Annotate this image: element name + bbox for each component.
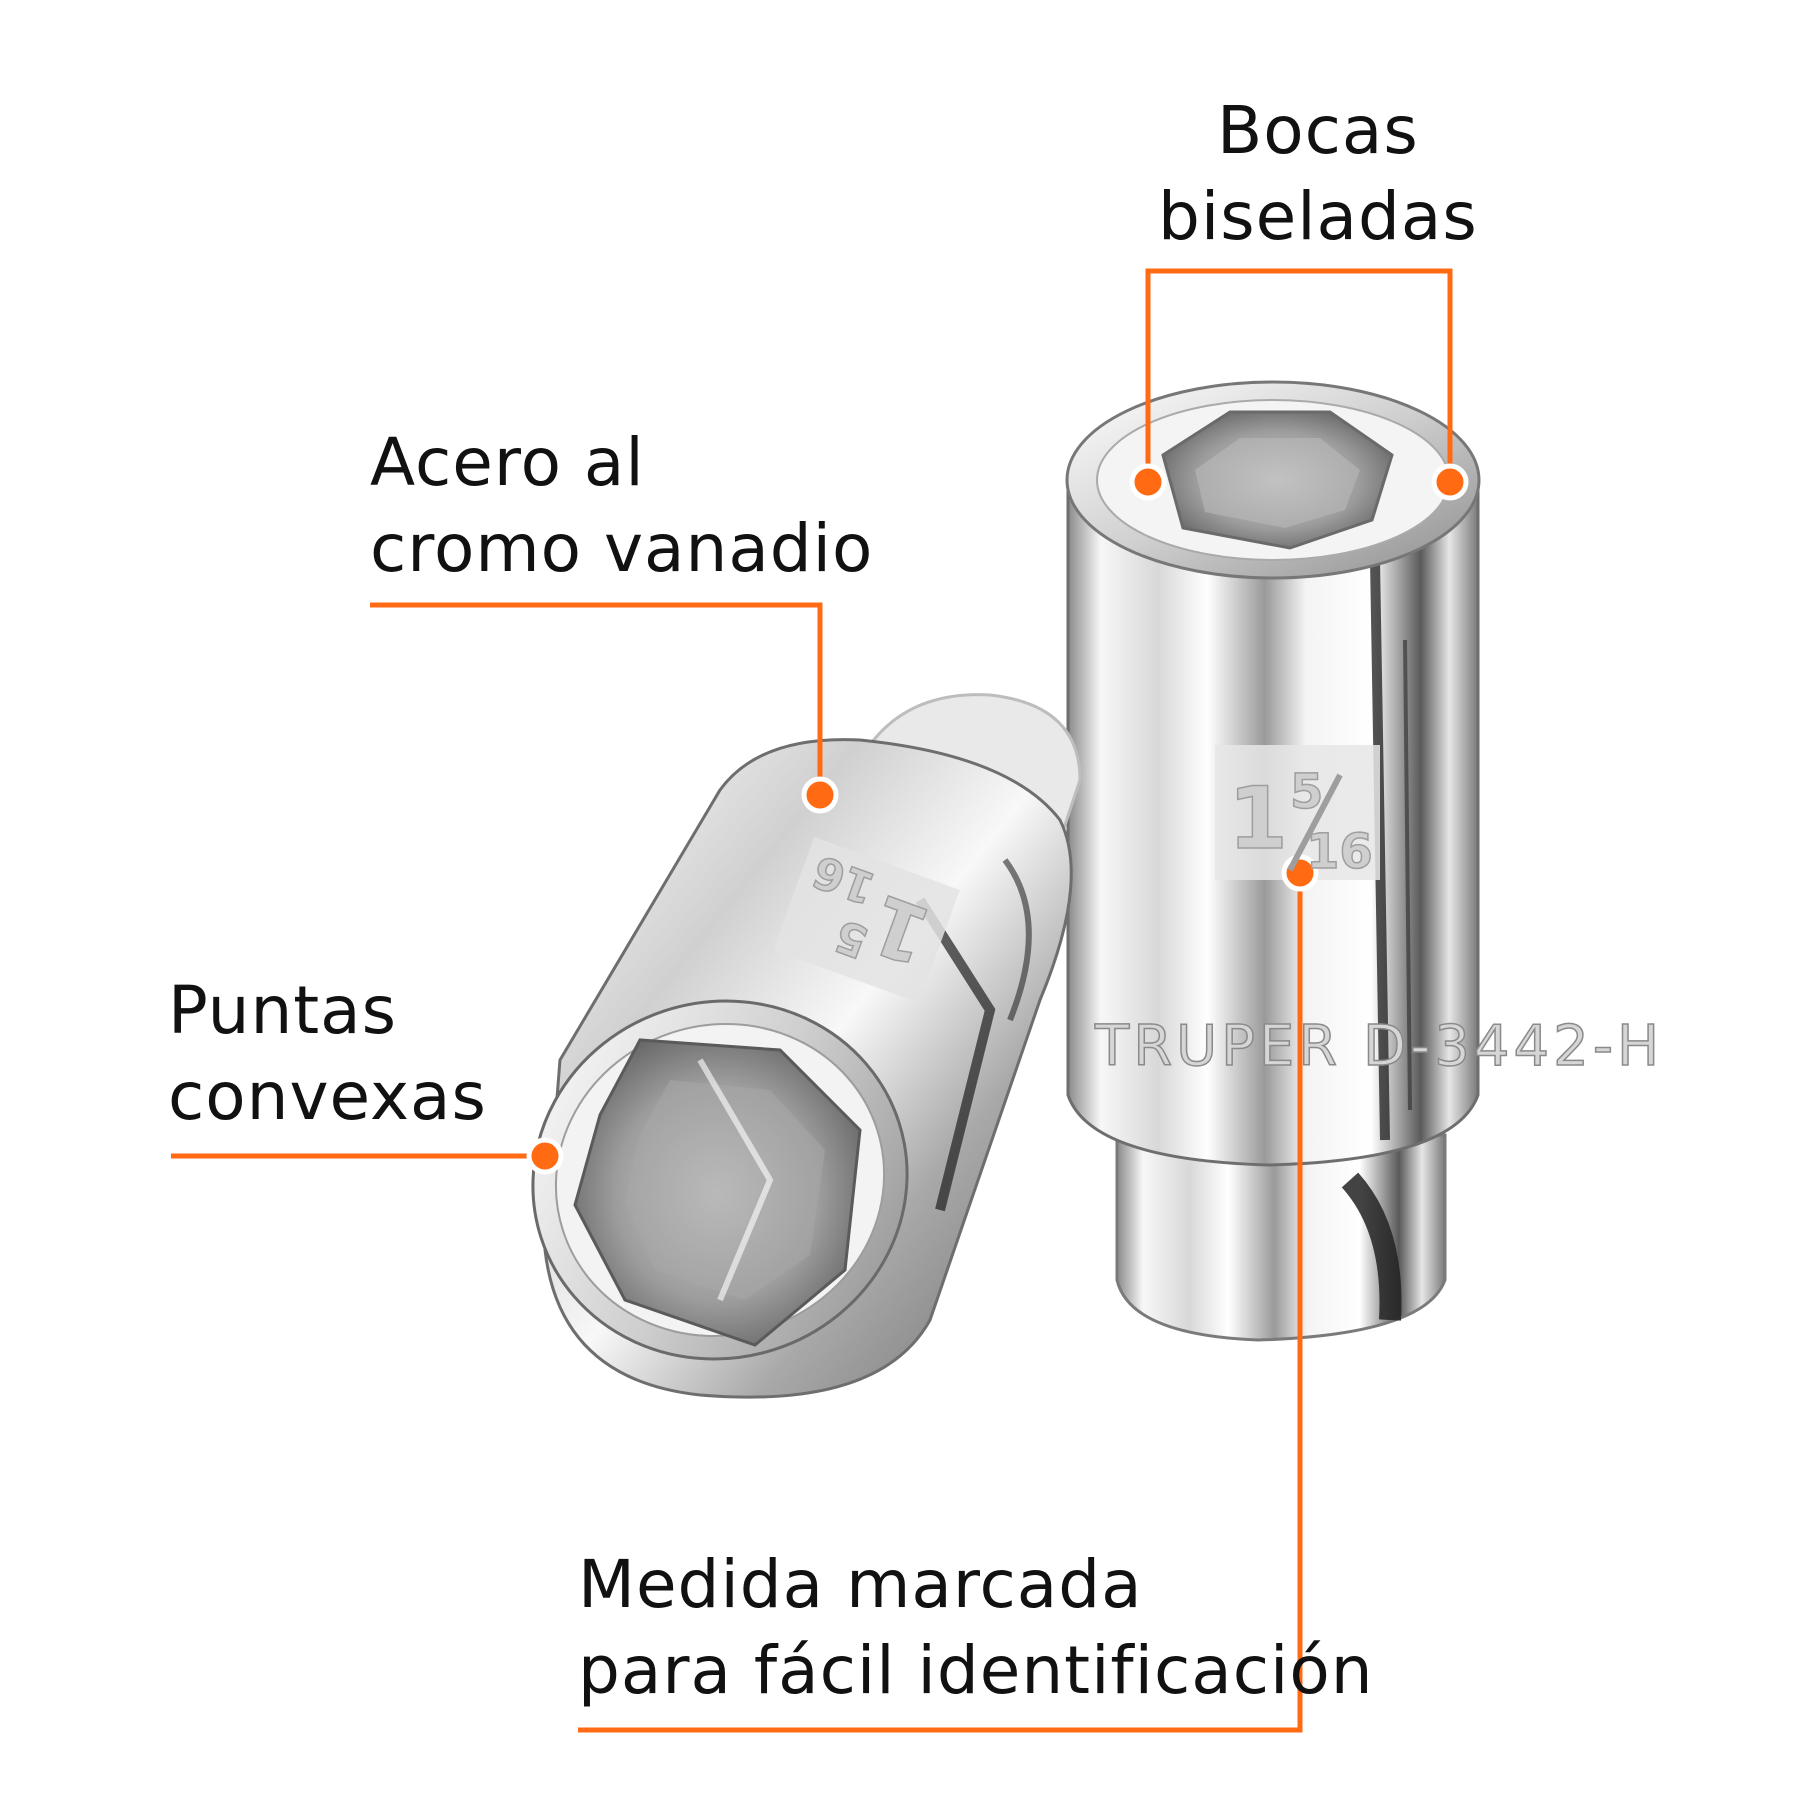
size-denominator: 16 [1306,824,1373,880]
callout-acero-cromo-vanadio: Acero al cromo vanadio [370,420,873,592]
callout-acero-line1: Acero al [370,424,645,501]
callout-puntas-line1: Puntas [168,972,398,1049]
callout-bocas-biseladas: Bocas biseladas [1158,88,1478,260]
bocas-dot-right [1431,463,1469,501]
callout-medida-line1: Medida marcada [578,1546,1143,1623]
callout-bocas-line1: Bocas [1216,92,1419,169]
bocas-dot-left [1129,463,1167,501]
upright-socket [1065,380,1481,1342]
puntas-dot [526,1137,564,1175]
callout-medida-line2: para fácil identificación [578,1632,1374,1709]
callout-acero-line2: cromo vanadio [370,510,874,587]
tilted-size-plate [773,836,960,1003]
acero-dot [801,776,839,814]
callout-lines [171,268,1453,1733]
tilted-socket [531,693,1082,1399]
callout-bocas-line2: biseladas [1158,178,1478,255]
callout-puntas-line2: convexas [168,1058,487,1135]
upright-engraving: TRUPER D-3442-H [1094,1014,1663,1079]
callout-puntas-convexas: Puntas convexas [168,968,487,1140]
upright-size-marking: 1 5 16 [1227,763,1373,881]
size-whole: 1 [1228,769,1288,869]
bocas-bracket [1145,268,1453,482]
medida-connector [578,873,1303,1733]
acero-connector [370,602,823,795]
callout-medida-marcada: Medida marcada para fácil identificación [578,1542,1374,1714]
